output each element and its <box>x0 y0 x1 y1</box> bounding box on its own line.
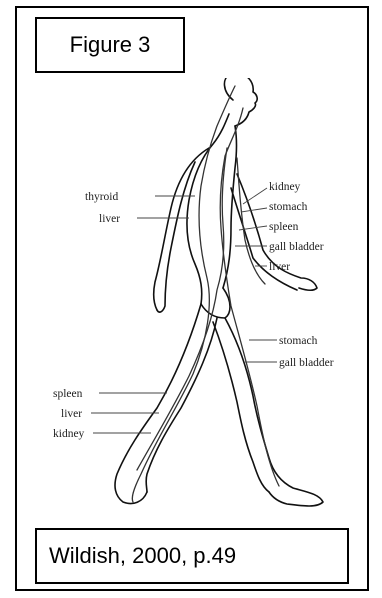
label-right-liver: liver <box>269 261 290 273</box>
organ-labels: thyroid liver spleen liver kidney kidney… <box>53 181 334 440</box>
label-right-gall-bladder-lower: gall bladder <box>279 357 334 369</box>
label-right-stomach-lower: stomach <box>279 335 318 347</box>
figure-label: Figure 3 <box>70 32 151 58</box>
figure-label-box: Figure 3 <box>35 17 185 73</box>
label-right-spleen: spleen <box>269 221 299 233</box>
citation-text: Wildish, 2000, p.49 <box>49 543 236 569</box>
label-left-liver-lower: liver <box>61 408 82 420</box>
label-left-kidney: kidney <box>53 428 85 440</box>
citation-box: Wildish, 2000, p.49 <box>35 528 349 584</box>
body-outline <box>115 78 323 506</box>
label-right-stomach: stomach <box>269 201 308 213</box>
meridian-diagram: thyroid liver spleen liver kidney kidney… <box>17 78 367 526</box>
figure-frame: Figure 3 <box>15 6 369 591</box>
label-right-gall-bladder: gall bladder <box>269 241 324 253</box>
label-left-thyroid: thyroid <box>85 191 118 203</box>
label-left-liver: liver <box>99 213 120 225</box>
label-left-spleen: spleen <box>53 388 83 400</box>
label-right-kidney: kidney <box>269 181 301 193</box>
